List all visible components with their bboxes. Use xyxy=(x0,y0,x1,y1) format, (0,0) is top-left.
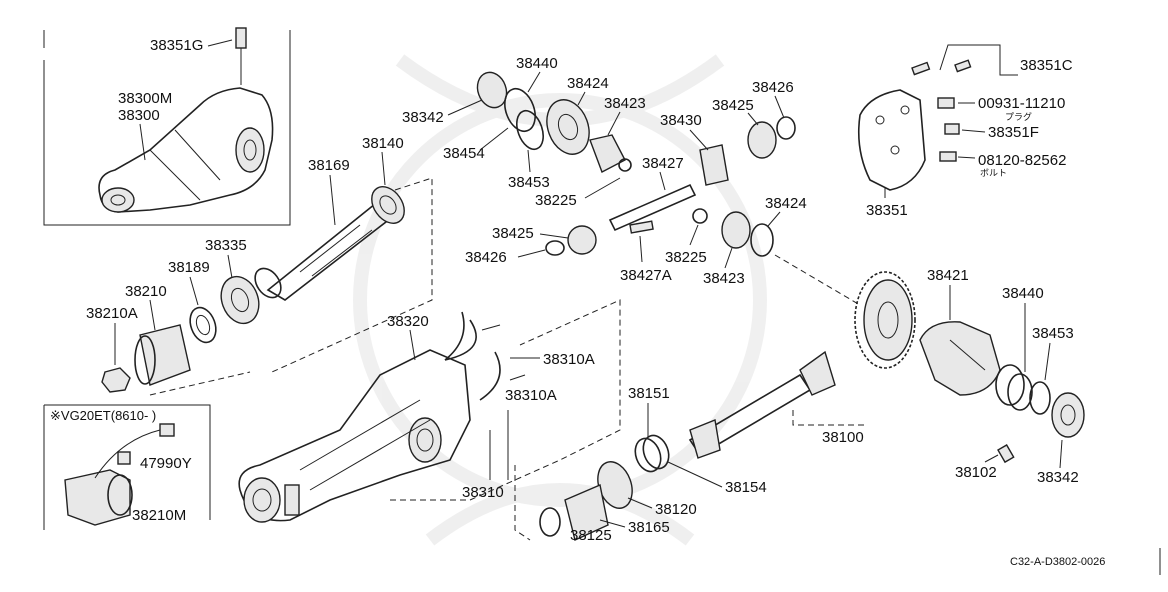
label-plug-jp: プラグ xyxy=(1005,111,1032,122)
label-08120-82562: 08120-82562 xyxy=(978,152,1066,169)
label-38453-lower: 38453 xyxy=(1032,325,1074,342)
label-38210: 38210 xyxy=(125,283,167,300)
label-38427: 38427 xyxy=(642,155,684,172)
label-38225-lower: 38225 xyxy=(665,249,707,266)
label-38426-lower: 38426 xyxy=(465,249,507,266)
carrier-assembly-box xyxy=(43,27,291,226)
label-38210A: 38210A xyxy=(86,305,138,322)
side-gear-group xyxy=(476,71,796,257)
label-38427A: 38427A xyxy=(620,267,672,284)
label-38424-lower: 38424 xyxy=(765,195,807,212)
label-38120: 38120 xyxy=(655,501,697,518)
label-38300M: 38300M xyxy=(118,90,172,107)
label-38423-lower: 38423 xyxy=(703,270,745,287)
diagram-reference-code: C32-A-D3802-0026 xyxy=(1010,556,1105,568)
label-38154: 38154 xyxy=(725,479,767,496)
label-38440-lower: 38440 xyxy=(1002,285,1044,302)
rear-cover-group xyxy=(857,59,972,191)
label-38300: 38300 xyxy=(118,107,160,124)
label-38140: 38140 xyxy=(362,135,404,152)
label-38423-upper: 38423 xyxy=(604,95,646,112)
label-38189: 38189 xyxy=(168,259,210,276)
label-38351: 38351 xyxy=(866,202,908,219)
label-38425-lower: 38425 xyxy=(492,225,534,242)
label-38351F: 38351F xyxy=(988,124,1039,141)
label-38351C: 38351C xyxy=(1020,57,1073,74)
label-38454: 38454 xyxy=(443,145,485,162)
label-38102: 38102 xyxy=(955,464,997,481)
label-38169-shaft: 38169 xyxy=(308,157,350,174)
label-38310A-upper: 38310A xyxy=(543,351,595,368)
vg20et-inset-box xyxy=(43,404,211,530)
label-38125: 38125 xyxy=(570,527,612,544)
label-38320: 38320 xyxy=(387,313,429,330)
label-38210M: 38210M xyxy=(132,507,186,524)
label-00931-11210: 00931-11210 xyxy=(978,95,1065,112)
label-38426-upper: 38426 xyxy=(752,79,794,96)
label-38225-upper: 38225 xyxy=(535,192,577,209)
label-38151: 38151 xyxy=(628,385,670,402)
drive-shaft-group xyxy=(101,186,405,393)
label-38100: 38100 xyxy=(822,429,864,446)
label-38310: 38310 xyxy=(462,484,504,501)
label-38421: 38421 xyxy=(927,267,969,284)
label-38351G: 38351G xyxy=(150,37,203,54)
label-38335: 38335 xyxy=(205,237,247,254)
label-38424-upper: 38424 xyxy=(567,75,609,92)
label-vg20et-note: ※VG20ET(8610- ) xyxy=(50,408,156,423)
label-38440-upper: 38440 xyxy=(516,55,558,72)
ring-gear-group xyxy=(854,271,1085,464)
label-bolt-jp: ボルト xyxy=(980,168,1007,178)
label-38342-upper: 38342 xyxy=(402,109,444,126)
label-38310A-lower: 38310A xyxy=(505,387,557,404)
label-38342-lower: 38342 xyxy=(1037,469,1079,486)
differential-housing xyxy=(238,349,471,523)
label-38425-upper: 38425 xyxy=(712,97,754,114)
label-38165: 38165 xyxy=(628,519,670,536)
label-38453-upper: 38453 xyxy=(508,174,550,191)
pinion-gear-group xyxy=(539,350,836,541)
label-38430: 38430 xyxy=(660,112,702,129)
label-47990Y: 47990Y xyxy=(140,455,192,472)
